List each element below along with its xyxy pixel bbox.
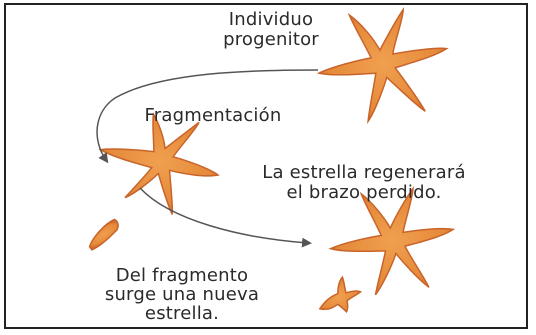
regenerated-starfish-illustration <box>328 186 456 296</box>
fragmentation-label-text: Fragmentación <box>144 105 282 126</box>
detached-arm-fragment-illustration <box>88 218 119 251</box>
regenerate-label-line2: el brazo perdido. <box>286 182 442 203</box>
fragmenting-starfish-illustration <box>98 112 220 215</box>
regenerate-label-line1: La estrella regenerará <box>262 162 466 183</box>
parent-label-line2: progenitor <box>223 29 319 50</box>
fragment-label-line3: estrella. <box>144 303 220 324</box>
fragmentation-label: Fragmentación <box>118 106 308 126</box>
diagram-frame <box>4 3 528 329</box>
fragment-label-line2: surge una nueva <box>104 284 260 305</box>
arrow-parent-to-fragmentation <box>96 69 319 164</box>
arrow-fragmentation-to-regenerated <box>139 187 312 248</box>
fragment-label-line1: Del fragmento <box>115 265 249 286</box>
fragment-label: Del fragmento surge una nueva estrella. <box>92 266 272 323</box>
parent-label: Individuo progenitor <box>196 10 346 50</box>
new-starfish-from-fragment-illustration <box>318 275 362 314</box>
regenerate-label: La estrella regenerará el brazo perdido. <box>224 163 504 203</box>
parent-label-line1: Individuo <box>228 9 314 30</box>
parent-starfish-illustration <box>316 7 449 125</box>
